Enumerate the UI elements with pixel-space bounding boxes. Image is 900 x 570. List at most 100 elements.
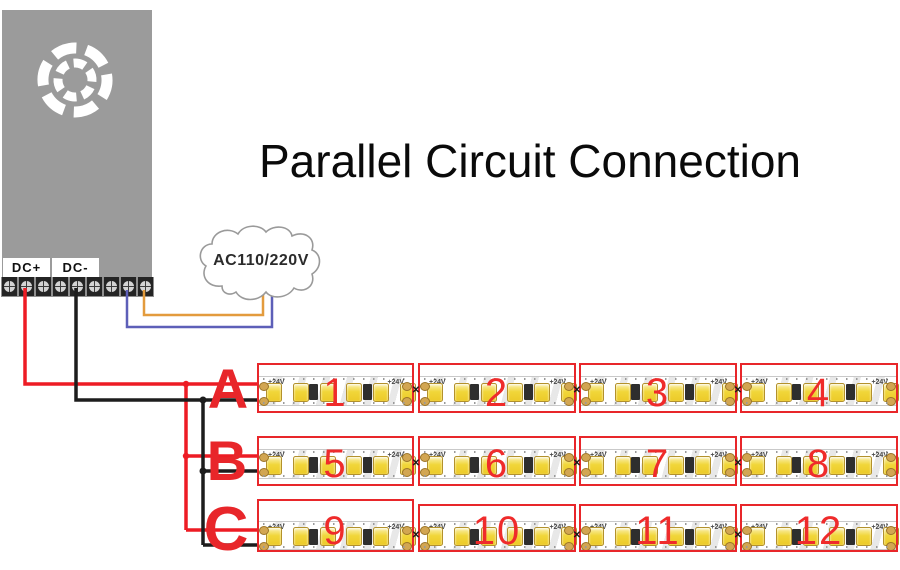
strip-segment-box [418,363,576,413]
resistor-chip [846,457,855,473]
led-chip [642,455,658,475]
led-chip [507,382,523,402]
screw-head-icon [72,281,83,292]
resistor-chip [792,384,801,400]
solder-pad [742,453,752,462]
led-chip [749,382,765,402]
resistor-chip [792,528,801,545]
strip-number: 1 [323,371,348,415]
solder-pad [886,382,896,391]
strip-segment-box [257,363,414,413]
solder-pad [564,526,574,535]
screw-head-icon [140,281,151,292]
solder-pad [581,453,591,462]
solder-pad [402,382,412,391]
junction-x-mark: ✕ [411,458,421,469]
strip-voltage-label: +24V [549,379,566,386]
strip-number: 9 [323,509,348,553]
led-chip [373,455,389,475]
junction-x-mark: ✕ [733,529,743,541]
strip-segment-box [740,504,898,552]
strip-voltage-label: +24V [387,452,404,459]
resistor-chip [685,457,694,473]
strip-band: +24V+24V [420,449,577,479]
solder-pad [402,526,412,535]
led-chip [534,455,550,475]
strip-segment-box [418,436,576,486]
resistor-chip [631,457,640,473]
led-chip [454,382,470,402]
solder-pad [725,526,735,535]
junction-x-mark: ✕ [411,385,421,396]
strip-voltage-label: +24V [710,524,727,531]
led-chip [293,455,309,475]
strip-number: 6 [484,442,510,486]
strip-voltage-label: +24V [387,524,404,531]
solder-pad [420,382,430,391]
strip-voltage-label: +24V [871,452,888,459]
resistor-chip [846,384,855,400]
led-chip [534,382,550,402]
resistor-chip [470,457,479,473]
solder-pad [742,382,752,391]
solder-pad [742,526,752,535]
solder-pad [259,453,269,462]
led-chip [776,455,792,475]
resistor-chip [846,528,855,545]
screw-head-icon [106,281,117,292]
led-chip [829,455,845,475]
solder-pad [725,382,735,391]
solder-pad [420,453,430,462]
strip-segment-box [257,436,414,486]
led-chip [803,455,819,475]
led-chip [776,382,792,402]
led-chip [507,455,523,475]
strip-segment-box [257,499,414,552]
solder-pad [259,526,269,535]
led-chip [346,455,362,475]
junction-x-mark: ✕ [733,385,743,396]
led-chip [615,455,631,475]
led-chip [266,382,282,402]
solder-pad [581,526,591,535]
dc-plus-label: DC+ [3,258,50,277]
solder-pad [564,382,574,391]
led-chip [320,382,336,402]
led-chip [588,455,604,475]
led-chip [642,382,658,402]
strip-number: 8 [806,442,832,486]
strip-voltage-label: +24V [549,524,566,531]
strip-segment-box [579,436,737,486]
solder-pad [259,382,269,391]
led-chip [481,455,497,475]
strip-voltage-label: +24V [710,452,727,459]
resistor-chip [470,384,479,400]
strip-segment-box [579,363,737,413]
strip-band: +24V+24V [259,521,416,551]
strip-voltage-label: +24V [387,379,404,386]
fan-icon [37,42,113,118]
resistor-chip [524,384,533,400]
strip-band: +24V+24V [742,449,899,479]
led-chip [346,382,362,402]
diagram-title: Parallel Circuit Connection [258,135,802,187]
resistor-chip [363,528,372,545]
led-chip [266,455,282,475]
resistor-chip [309,384,318,400]
led-chip [588,382,604,402]
resistor-chip [631,384,640,400]
solder-pad [564,453,574,462]
branch-label-c: C [203,495,249,564]
led-chip [668,455,684,475]
led-chip [427,382,443,402]
led-chip [695,455,711,475]
strip-segment-box [740,436,898,486]
strip-voltage-label: +24V [871,379,888,386]
led-chip [829,382,845,402]
resistor-chip [363,384,372,400]
resistor-chip [685,384,694,400]
resistor-chip [470,528,479,545]
strip-voltage-label: +24V [710,379,727,386]
strip-segment-box [579,504,737,552]
